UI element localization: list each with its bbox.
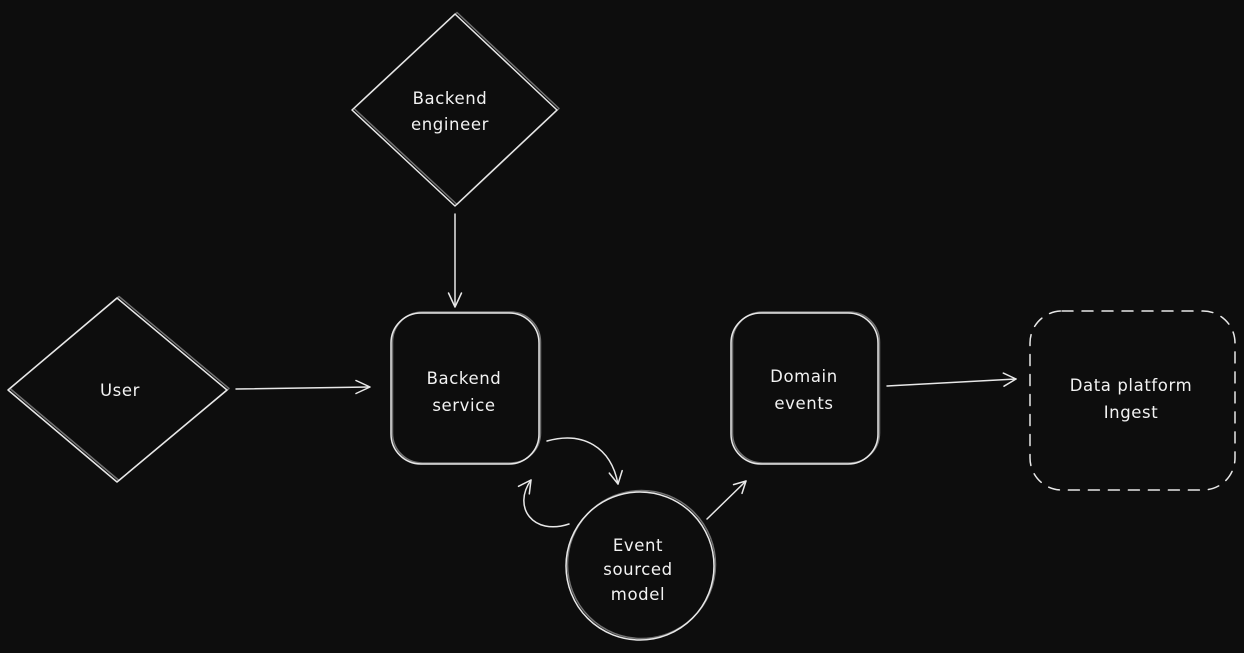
diamond-shape-echo: [353, 11, 560, 206]
edge-line: [706, 480, 747, 520]
node-label: events: [774, 394, 833, 413]
edge-domain-events-to-data-platform-ingest[interactable]: [886, 372, 1017, 387]
edge-line: [523, 479, 570, 528]
node-label: model: [611, 585, 665, 604]
node-label: engineer: [411, 115, 489, 134]
node-backend-service[interactable]: Backend service: [390, 311, 542, 465]
node-label: Domain: [770, 367, 838, 386]
arrowhead-icon: [355, 379, 371, 395]
node-label: Data platform: [1070, 376, 1193, 395]
edge-backend-service-to-event-sourced-model[interactable]: [546, 437, 623, 485]
edge-line: [235, 386, 370, 390]
edge-line: [886, 378, 1017, 387]
edge-backend-engineer-to-backend-service[interactable]: [447, 213, 463, 308]
diamond-shape: [351, 13, 558, 207]
rounded-rect-shape-echo: [731, 311, 881, 464]
node-label: service: [432, 396, 495, 415]
diamond-shape: [7, 297, 228, 483]
arrowhead-icon: [1002, 372, 1017, 387]
arrowhead-icon: [517, 479, 532, 495]
node-label: User: [100, 381, 140, 400]
arrowhead-icon: [608, 469, 623, 485]
rounded-rect-shape: [390, 312, 540, 465]
node-label: Ingest: [1104, 403, 1159, 422]
circle-shape-echo: [566, 489, 717, 640]
node-user[interactable]: User: [7, 295, 230, 483]
rounded-rect-shape-echo: [391, 311, 542, 464]
rounded-rect-shape: [730, 312, 879, 465]
node-event-sourced-model[interactable]: Event sourced model: [565, 489, 717, 641]
node-label: Backend: [427, 369, 502, 388]
dashed-rounded-rect-shape: [1029, 310, 1236, 491]
node-backend-engineer[interactable]: Backend engineer: [351, 11, 560, 207]
arrowhead-icon: [447, 292, 463, 308]
node-data-platform-ingest[interactable]: Data platform Ingest: [1029, 310, 1236, 491]
edge-line: [546, 437, 619, 485]
node-domain-events[interactable]: Domain events: [730, 311, 881, 465]
node-label: Event: [613, 536, 663, 555]
arrowhead-icon: [732, 480, 747, 495]
edge-event-sourced-model-to-domain-events[interactable]: [706, 480, 747, 520]
node-label: Backend: [413, 89, 488, 108]
edge-user-to-backend-service[interactable]: [235, 379, 371, 395]
node-label: sourced: [603, 560, 672, 579]
circle-shape: [565, 491, 715, 641]
edge-event-sourced-model-to-backend-service[interactable]: [517, 479, 570, 528]
